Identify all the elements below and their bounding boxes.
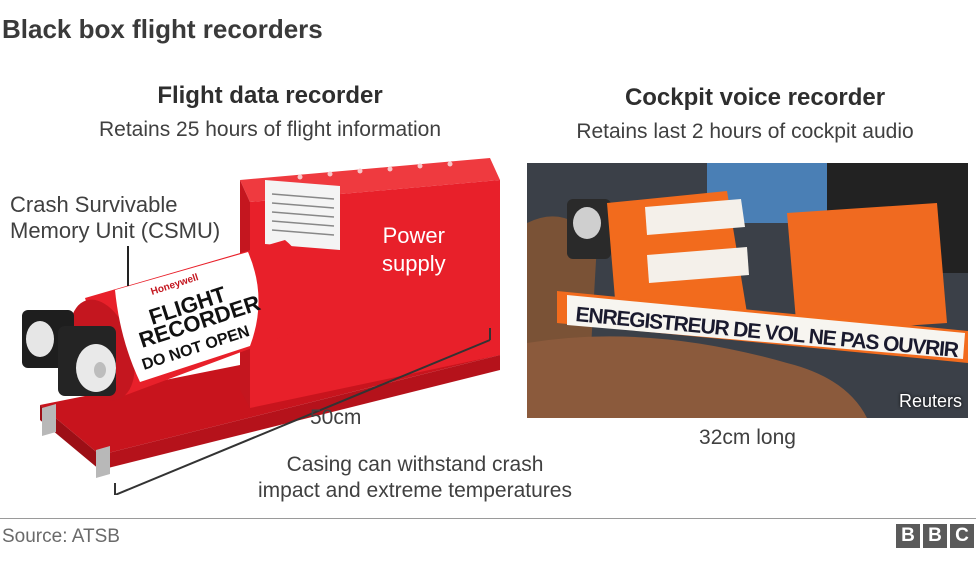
connector-1-face <box>26 321 54 357</box>
power-label-line-1: Power <box>382 223 445 248</box>
length-dimension-50cm <box>114 328 491 495</box>
bbc-logo-letter-3: C <box>950 524 974 548</box>
cockpit-voice-recorder-photo: ENREGISTREUR DE VOL NE PAS OUVRIR Reuter… <box>527 163 968 418</box>
csmu-connectors <box>22 310 116 396</box>
bbc-logo-letter-2: B <box>923 524 947 548</box>
fdr-title: Flight data recorder <box>157 82 383 109</box>
flight-data-recorder-illustration: Honeywell FLIGHT RECORDER DO NOT OPEN <box>22 158 500 495</box>
bracket-front <box>96 446 110 478</box>
label-plate-lines <box>271 193 335 236</box>
power-supply-label: Power supply <box>382 222 446 278</box>
cvr-connector-face <box>573 207 601 239</box>
csmu-label-band <box>115 252 259 382</box>
cvr-power-box <box>787 203 947 333</box>
bbc-logo: B B C <box>896 524 974 548</box>
source-note: Source: ATSB <box>2 526 120 547</box>
fdr-base-side <box>100 355 500 470</box>
power-label-line-2: supply <box>382 251 446 276</box>
cvr-stripe-2 <box>647 247 749 283</box>
cvr-length-label: 32cm long <box>699 426 796 449</box>
page-title: Black box flight recorders <box>2 14 323 44</box>
footer-divider <box>0 518 976 519</box>
hand-right <box>527 336 867 418</box>
cvr-title: Cockpit voice recorder <box>624 84 886 111</box>
cvr-stripe-1 <box>645 199 745 235</box>
bbc-logo-letter-1: B <box>896 524 920 548</box>
cvr-text-strip <box>567 295 965 359</box>
casing-note-line-1: Casing can withstand crash <box>286 453 544 476</box>
connector-2-pin <box>94 362 106 378</box>
casing-note-line-2: impact and extreme temperatures <box>258 479 572 502</box>
csmu-label-line-2: Memory Unit (CSMU) <box>10 218 221 243</box>
fdr-length-label: 50cm <box>310 406 362 429</box>
cvr-subtitle: Retains last 2 hours of cockpit audio <box>576 120 914 143</box>
fdr-subtitle: Retains 25 hours of flight information <box>98 118 442 141</box>
bracket-left <box>42 404 56 436</box>
csmu-label: Crash Survivable Memory Unit (CSMU) <box>10 192 220 244</box>
photo-credit: Reuters <box>898 391 962 411</box>
casing-note: Casing can withstand crash impact and ex… <box>210 452 620 504</box>
csmu-label-line-1: Crash Survivable <box>10 192 178 217</box>
cvr-photo-art: ENREGISTREUR DE VOL NE PAS OUVRIR <box>527 163 968 418</box>
power-box-bolts <box>297 161 453 180</box>
